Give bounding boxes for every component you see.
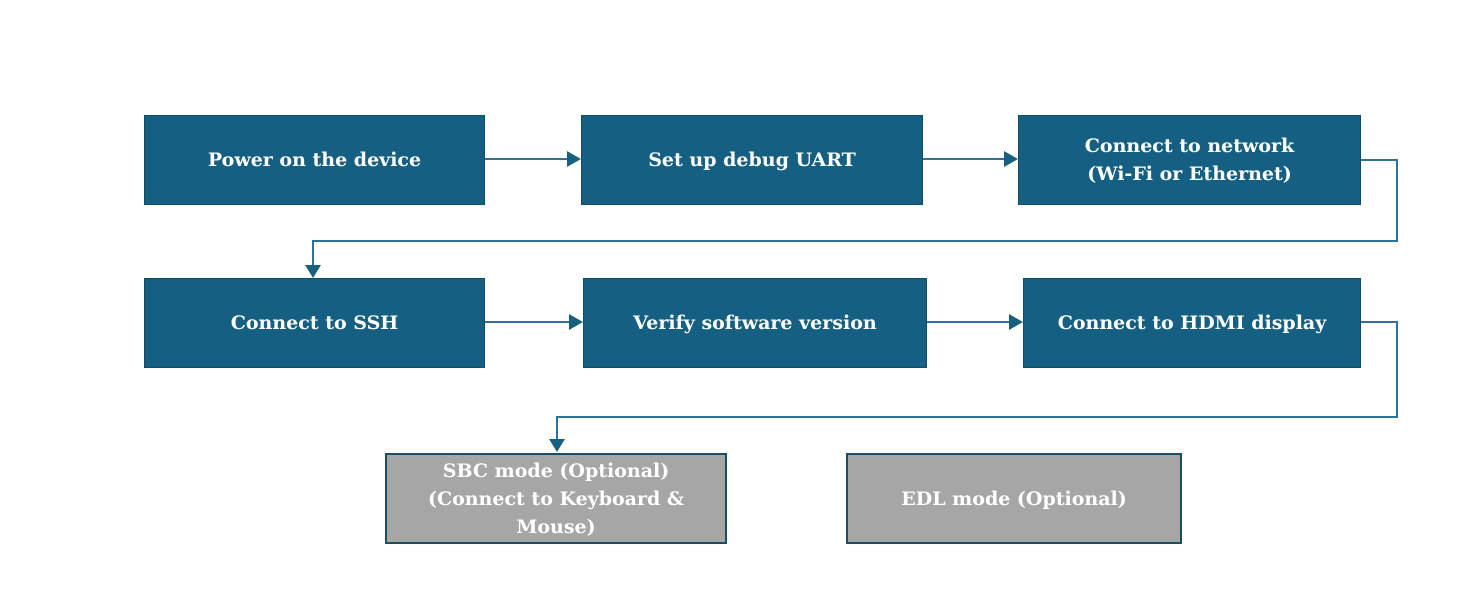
arrowhead-right-icon — [567, 151, 581, 167]
node-label-line2: (Wi-Fi or Ethernet) — [1087, 163, 1292, 185]
edge-line — [923, 158, 1005, 160]
node-label-line1: Connect to network — [1084, 135, 1295, 157]
node-label: EDL mode (Optional) — [901, 487, 1127, 510]
node-connect-hdmi-display: Connect to HDMI display — [1023, 278, 1361, 368]
node-edl-mode: EDL mode (Optional) — [846, 453, 1182, 544]
edge-line — [1361, 159, 1398, 161]
arrowhead-down-icon — [549, 439, 565, 452]
arrowhead-right-icon — [1009, 314, 1023, 330]
edge-line — [485, 158, 569, 160]
edge-line — [1361, 321, 1398, 323]
edge-line — [312, 240, 314, 266]
arrowhead-right-icon — [1004, 151, 1018, 167]
node-label-line1: SBC mode (Optional) — [442, 459, 670, 482]
arrowhead-down-icon — [305, 265, 321, 278]
node-label: Connect to HDMI display — [1057, 312, 1327, 334]
edge-line — [312, 240, 1398, 242]
edge-line — [485, 321, 571, 323]
node-sbc-mode: SBC mode (Optional) (Connect to Keyboard… — [385, 453, 727, 544]
node-label: Connect to SSH — [230, 312, 399, 334]
node-connect-network: Connect to network (Wi-Fi or Ethernet) — [1018, 115, 1361, 205]
node-label: Verify software version — [633, 312, 877, 334]
node-power-on-device: Power on the device — [144, 115, 485, 205]
node-label: Set up debug UART — [648, 149, 856, 171]
node-connect-ssh: Connect to SSH — [144, 278, 485, 368]
edge-line — [556, 416, 1398, 418]
node-label: Power on the device — [207, 149, 422, 171]
node-verify-software-version: Verify software version — [583, 278, 927, 368]
edge-line — [927, 321, 1010, 323]
edge-line — [556, 416, 558, 440]
edge-line — [1396, 159, 1398, 242]
node-setup-debug-uart: Set up debug UART — [581, 115, 923, 205]
arrowhead-right-icon — [569, 314, 583, 330]
node-label-line2: (Connect to Keyboard & Mouse) — [427, 487, 685, 538]
edge-line — [1396, 321, 1398, 418]
